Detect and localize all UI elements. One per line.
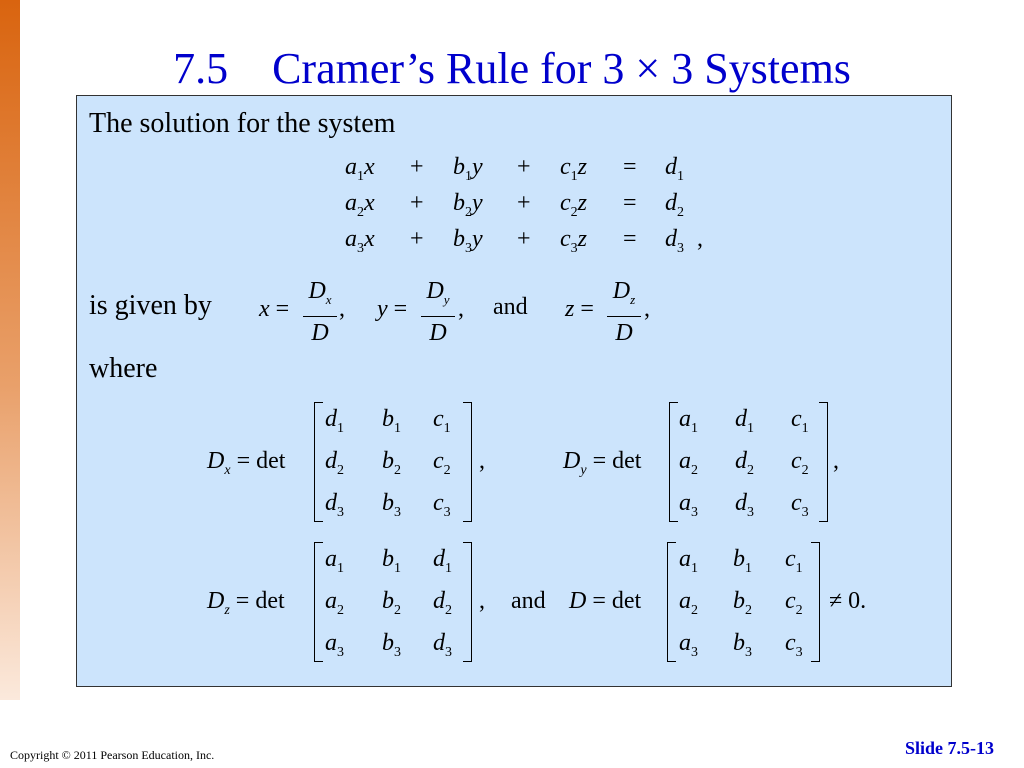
and-word: and [493, 294, 528, 320]
copyright: Copyright © 2011 Pearson Education, Inc. [10, 748, 215, 762]
and-word: and [511, 588, 546, 614]
matrix-bracket-right [811, 542, 820, 662]
d-label: D = det [569, 588, 642, 614]
given-by-text: is given by [89, 290, 212, 321]
y-eq: y = [377, 296, 408, 322]
where-text: where [89, 353, 158, 384]
dz-label: Dz = det [207, 588, 285, 618]
matrix-bracket-left [669, 402, 678, 522]
matrix-bracket-right [463, 542, 472, 662]
matrix-bracket-right [463, 402, 472, 522]
z-eq: z = [565, 296, 594, 322]
comma: , [339, 296, 345, 322]
dx-label: Dx = det [207, 448, 286, 478]
matrix-bracket-left [314, 402, 323, 522]
matrix-bracket-right [819, 402, 828, 522]
slide-title: 7.5 Cramer’s Rule for 3 × 3 Systems [173, 44, 851, 93]
not-equal-zero: ≠ 0. [829, 588, 867, 614]
x-eq: x = [259, 296, 290, 322]
matrix-bracket-left [314, 542, 323, 662]
comma: , [644, 296, 650, 322]
content-box: The solution for the system a1x + b1y + … [76, 95, 952, 687]
intro-text: The solution for the system [89, 108, 396, 139]
matrix-bracket-left [667, 542, 676, 662]
comma: , [458, 296, 464, 322]
slide-number: Slide 7.5-13 [904, 738, 994, 758]
dy-label: Dy = det [563, 448, 642, 478]
left-accent-bar [0, 0, 20, 700]
